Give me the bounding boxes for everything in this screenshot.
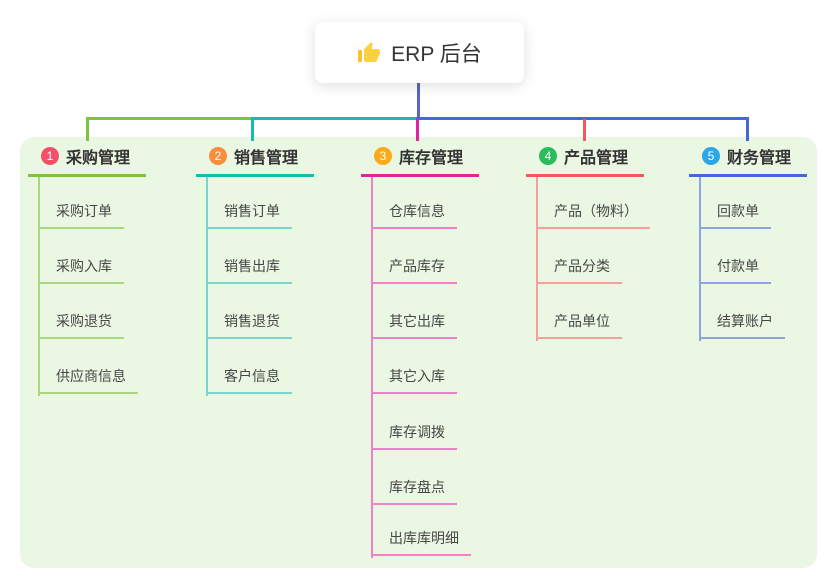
- node-label: 采购退货: [56, 313, 112, 329]
- node-label: 出库库明细: [389, 530, 459, 546]
- node-customer-info[interactable]: 客户信息: [206, 354, 292, 394]
- node-receipt-bill[interactable]: 回款单: [699, 189, 771, 229]
- branch-title-sales[interactable]: 2 销售管理: [196, 144, 314, 177]
- node-label: 销售退货: [224, 313, 280, 329]
- connector-drop-purchase: [86, 117, 89, 141]
- node-outbound-detail[interactable]: 出库库明细: [371, 516, 471, 556]
- connector-drop-inventory: [416, 119, 419, 141]
- branch-number-badge: 4: [539, 147, 557, 165]
- branch-title-label: 销售管理: [234, 150, 299, 167]
- node-stock-taking[interactable]: 库存盘点: [371, 465, 457, 505]
- node-label: 库存盘点: [389, 479, 445, 495]
- node-label: 采购入库: [56, 258, 112, 274]
- node-label: 其它出库: [389, 313, 445, 329]
- node-purchase-order[interactable]: 采购订单: [38, 189, 124, 229]
- branch-number-badge: 3: [374, 147, 392, 165]
- node-label: 销售订单: [224, 203, 280, 219]
- node-label: 库存调拨: [389, 424, 445, 440]
- branch-title-label: 采购管理: [66, 150, 131, 167]
- node-label: 产品分类: [554, 258, 610, 274]
- node-settlement-account[interactable]: 结算账户: [699, 299, 785, 339]
- node-label: 回款单: [717, 203, 759, 219]
- node-label: 产品单位: [554, 313, 610, 329]
- connector-line-sales: [251, 117, 419, 120]
- branch-spine-line: [536, 177, 538, 341]
- branch-title-label: 财务管理: [727, 150, 792, 167]
- node-other-outbound[interactable]: 其它出库: [371, 299, 457, 339]
- branch-title-label: 库存管理: [399, 150, 464, 167]
- root-node[interactable]: ERP 后台: [315, 22, 524, 83]
- node-product-stock[interactable]: 产品库存: [371, 244, 457, 284]
- node-purchase-return[interactable]: 采购退货: [38, 299, 124, 339]
- node-sales-outbound[interactable]: 销售出库: [206, 244, 292, 284]
- node-sales-return[interactable]: 销售退货: [206, 299, 292, 339]
- branch-number-badge: 1: [41, 147, 59, 165]
- connector-drop-product: [583, 119, 586, 141]
- branch-title-purchase[interactable]: 1 采购管理: [28, 144, 146, 177]
- branch-spine-line: [371, 177, 373, 558]
- connector-drop-sales: [251, 117, 254, 141]
- node-supplier-info[interactable]: 供应商信息: [38, 354, 138, 394]
- node-label: 仓库信息: [389, 203, 445, 219]
- root-connector-line: [417, 82, 420, 120]
- node-label: 销售出库: [224, 258, 280, 274]
- node-product-material[interactable]: 产品（物料）: [536, 189, 650, 229]
- branch-title-inventory[interactable]: 3 库存管理: [361, 144, 479, 177]
- node-stock-transfer[interactable]: 库存调拨: [371, 410, 457, 450]
- branch-spine-line: [699, 177, 701, 341]
- node-payment-bill[interactable]: 付款单: [699, 244, 771, 284]
- node-other-inbound[interactable]: 其它入库: [371, 354, 457, 394]
- node-label: 采购订单: [56, 203, 112, 219]
- node-label: 付款单: [717, 258, 759, 274]
- branch-number-badge: 2: [209, 147, 227, 165]
- connector-drop-finance: [746, 117, 749, 141]
- branch-spine-line: [206, 177, 208, 396]
- node-warehouse-info[interactable]: 仓库信息: [371, 189, 457, 229]
- node-product-unit[interactable]: 产品单位: [536, 299, 622, 339]
- node-purchase-inbound[interactable]: 采购入库: [38, 244, 124, 284]
- node-label: 供应商信息: [56, 368, 126, 384]
- node-sales-order[interactable]: 销售订单: [206, 189, 292, 229]
- connector-line-purchase: [86, 117, 254, 120]
- node-label: 产品（物料）: [554, 203, 638, 219]
- branch-spine-line: [38, 177, 40, 396]
- branch-number-badge: 5: [702, 147, 720, 165]
- node-label: 结算账户: [717, 313, 773, 329]
- thumbs-up-icon: [357, 41, 381, 65]
- node-label: 产品库存: [389, 258, 445, 274]
- branches-panel: [20, 137, 817, 568]
- branch-title-product[interactable]: 4 产品管理: [526, 144, 644, 177]
- node-label: 客户信息: [224, 368, 280, 384]
- root-label: ERP 后台: [391, 42, 482, 66]
- node-label: 其它入库: [389, 368, 445, 384]
- branch-title-label: 产品管理: [564, 150, 629, 167]
- node-product-category[interactable]: 产品分类: [536, 244, 622, 284]
- branch-title-finance[interactable]: 5 财务管理: [689, 144, 807, 177]
- connector-line-finance: [416, 117, 749, 120]
